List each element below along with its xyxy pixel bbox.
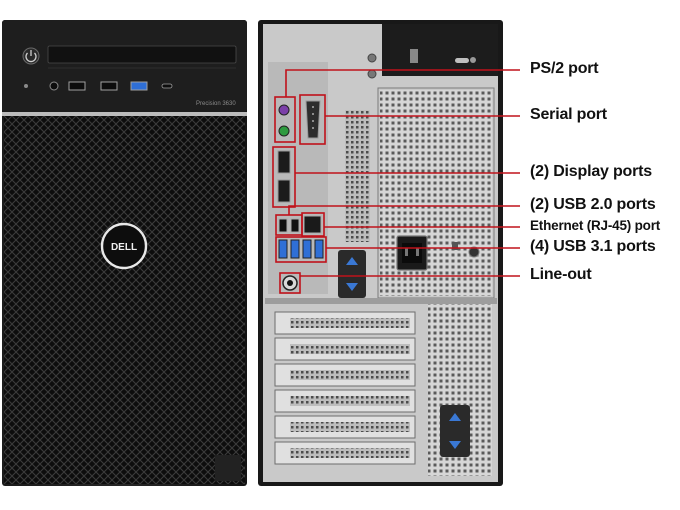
ethernet-port[interactable] [303,215,322,234]
front-tower: Precision 3630 DELL [2,20,247,486]
callout-leaders [272,69,520,294]
display-highlight-box [272,146,296,208]
front-usb-c-port[interactable] [161,83,173,89]
ethernet-highlight-box [301,212,325,237]
serial-port[interactable] [305,100,321,139]
front-io [24,81,173,91]
front-usb-port[interactable] [68,81,86,91]
front-mesh-panel [4,116,245,484]
rear-tower [258,20,503,486]
callout-label-ps2: PS/2 port [530,60,599,77]
serial-highlight-box [299,94,326,145]
optical-drive-bay[interactable] [47,45,237,64]
ps2-ports [278,104,290,137]
line-out-jack[interactable] [282,275,298,291]
callout-label-ethernet: Ethernet (RJ-45) port [530,218,661,233]
callout-label-display: (2) Display ports [530,163,652,180]
front-usb3-port[interactable] [130,81,148,91]
model-name: Precision 3630 [196,101,236,107]
callout-label-usb2: (2) USB 2.0 ports [530,196,656,213]
expansion-slots [274,311,416,465]
usb31-ports [278,239,324,259]
usb31-port[interactable] [278,239,288,259]
display-port-1[interactable] [277,150,291,174]
hdd-activity-icon [24,84,28,88]
front-usb-port[interactable] [100,81,118,91]
ps2-keyboard-port[interactable] [278,104,290,116]
usb2-leader-line [288,205,520,215]
dell-logo: DELL [100,222,148,270]
callout-label-serial: Serial port [530,106,607,123]
dell-logo-text: DELL [111,242,137,253]
usb31-port[interactable] [302,239,312,259]
usb31-port[interactable] [290,239,300,259]
ps2-highlight-box [274,96,296,143]
usb31-port[interactable] [314,239,324,259]
ps2-mouse-port[interactable] [278,125,290,137]
rear-vent-column [345,110,370,242]
lineout-highlight-box [279,272,301,294]
drive-latch[interactable] [440,405,470,457]
callout-label-lineout: Line-out [530,266,592,283]
ps2-leader-line [285,69,520,97]
power-button[interactable] [22,47,40,65]
callout-label-usb31: (4) USB 3.1 ports [530,238,656,255]
usb2-port[interactable] [278,218,288,233]
fan-latch[interactable] [338,250,366,298]
rear-handle[interactable] [382,24,498,76]
headset-jack[interactable] [49,81,59,91]
display-port-2[interactable] [277,179,291,203]
usb2-port[interactable] [290,218,300,233]
usb31-highlight-box [275,236,327,263]
